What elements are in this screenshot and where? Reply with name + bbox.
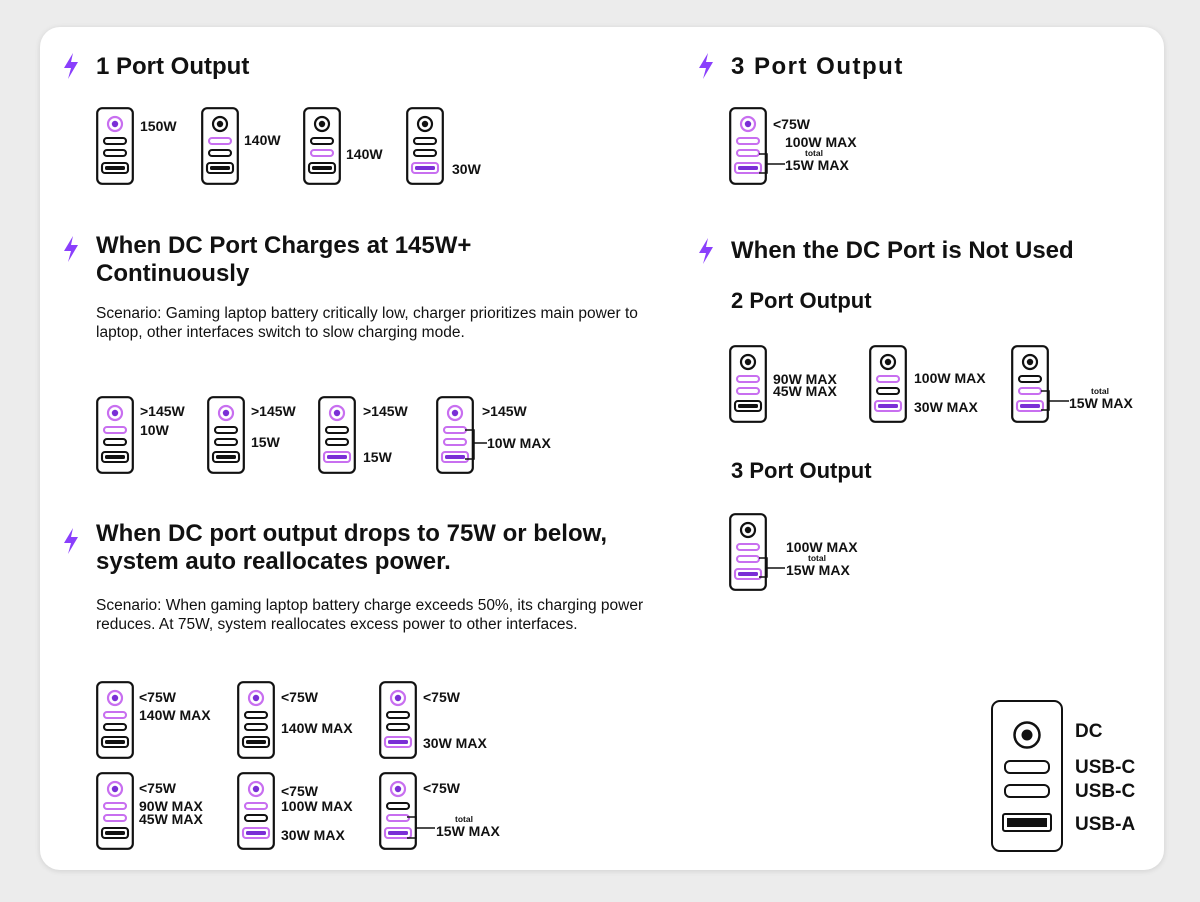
one-port-label-4: 30W — [452, 161, 481, 177]
dc-port-icon — [1012, 720, 1042, 750]
charger-ports-icon — [201, 107, 239, 190]
charger-ports-icon — [96, 772, 134, 855]
usb-a-port-icon — [1002, 813, 1052, 832]
scenario-text-dc145: Scenario: Gaming laptop battery critical… — [96, 305, 638, 341]
charger-ports-icon — [237, 772, 275, 855]
lightning-bolt-icon — [697, 238, 715, 264]
charger-ports-icon — [869, 345, 907, 428]
legend-label-dc: DC — [1075, 721, 1103, 742]
dc75-r1-label-1a: <75W — [139, 689, 176, 705]
bracket-connector — [407, 816, 435, 839]
dc75-r2-label-3c: 15W MAX — [436, 823, 500, 839]
charger-ports-icon — [729, 107, 767, 190]
usb-c-port-icon — [1004, 760, 1050, 774]
dc75-r1-label-2a: <75W — [281, 689, 318, 705]
dc75-r2-label-1c: 45W MAX — [139, 811, 203, 827]
charger-ports-icon — [207, 396, 245, 479]
charger-ports-icon — [1011, 345, 1049, 428]
dc75-r2-label-2c: 30W MAX — [281, 827, 345, 843]
charger-ports-icon — [303, 107, 341, 190]
dc75-r1-label-3a: <75W — [423, 689, 460, 705]
nodc-three-port-label-1: 100W MAX — [786, 539, 858, 555]
dc75-r2-label-2b: 100W MAX — [281, 798, 353, 814]
nodc-three-port-label-2: total — [808, 553, 826, 563]
one-port-label-1: 150W — [140, 118, 177, 134]
three-port-label-3: total — [805, 148, 823, 158]
lightning-bolt-icon — [62, 236, 80, 262]
bracket-connector — [759, 557, 785, 578]
two-port-label-1a: 90W MAX — [773, 371, 837, 387]
three-port-label-2: 100W MAX — [785, 134, 857, 150]
dc75-r2-label-2a: <75W — [281, 783, 318, 799]
three-port-label-1: <75W — [773, 116, 810, 132]
dc145-label-1a: >145W — [140, 403, 185, 419]
charger-ports-icon — [729, 345, 767, 428]
dc145-label-3b: 15W — [363, 449, 392, 465]
lightning-bolt-icon — [62, 53, 80, 79]
dc145-label-2a: >145W — [251, 403, 296, 419]
dc75-r1-label-2b: 140W MAX — [281, 720, 353, 736]
charger-ports-icon — [379, 681, 417, 764]
dc75-r2-label-3a: <75W — [423, 780, 460, 796]
charger-ports-icon — [729, 513, 767, 596]
dc75-r2-label-3b: total — [455, 814, 473, 824]
dc75-r2-label-1a: <75W — [139, 780, 176, 796]
subsection-two-port: 2 Port Output — [731, 288, 872, 313]
legend-charger — [991, 700, 1063, 852]
subsection-three-port: 3 Port Output — [731, 458, 872, 483]
section-title-one-port: 1 Port Output — [96, 53, 250, 80]
two-port-label-3b: 15W MAX — [1069, 395, 1133, 411]
two-port-label-2a: 100W MAX — [914, 370, 986, 386]
scenario-text-dc75: Scenario: When gaming laptop battery cha… — [96, 597, 644, 633]
legend-label-usb-c-2: USB-C — [1075, 781, 1136, 802]
dc75-r1-label-3b: 30W MAX — [423, 735, 487, 751]
dc145-label-4a: >145W — [482, 403, 527, 419]
dc75-r1-label-1b: 140W MAX — [139, 707, 211, 723]
dc75-r2-label-1b: 90W MAX — [139, 798, 203, 814]
lightning-bolt-icon — [62, 528, 80, 554]
section-title-dc75: When DC port output drops to 75W or belo… — [96, 520, 608, 575]
nodc-three-port-label-3: 15W MAX — [786, 562, 850, 578]
bracket-connector — [1041, 390, 1069, 411]
section-title-no-dc: When the DC Port is Not Used — [731, 237, 1074, 264]
one-port-label-2: 140W — [244, 132, 281, 148]
one-port-label-3: 140W — [346, 146, 383, 162]
bracket-connector — [759, 153, 785, 174]
charger-ports-icon — [406, 107, 444, 190]
three-port-label-4: 15W MAX — [785, 157, 849, 173]
charger-ports-icon — [96, 681, 134, 764]
section-title-dc145: When DC Port Charges at 145W+ Continuous… — [96, 232, 472, 287]
bracket-connector — [465, 429, 487, 460]
legend-label-usb-c-1: USB-C — [1075, 757, 1136, 778]
two-port-label-2b: 30W MAX — [914, 399, 978, 415]
lightning-bolt-icon — [697, 53, 715, 79]
usb-c-port-icon — [1004, 784, 1050, 798]
dc145-label-2b: 15W — [251, 434, 280, 450]
dc145-label-4b: 10W MAX — [487, 435, 551, 451]
charger-ports-icon — [96, 107, 134, 190]
charger-ports-icon — [436, 396, 474, 479]
dc145-label-3a: >145W — [363, 403, 408, 419]
charger-ports-icon — [237, 681, 275, 764]
charger-ports-icon — [318, 396, 356, 479]
charger-ports-icon — [96, 396, 134, 479]
legend-label-usb-a: USB-A — [1075, 814, 1136, 835]
two-port-label-1b: 45W MAX — [773, 383, 837, 399]
section-title-three-port: 3 Port Output — [731, 53, 904, 80]
two-port-label-3a: total — [1091, 386, 1109, 396]
charger-ports-icon — [379, 772, 417, 855]
dc145-label-1b: 10W — [140, 422, 169, 438]
